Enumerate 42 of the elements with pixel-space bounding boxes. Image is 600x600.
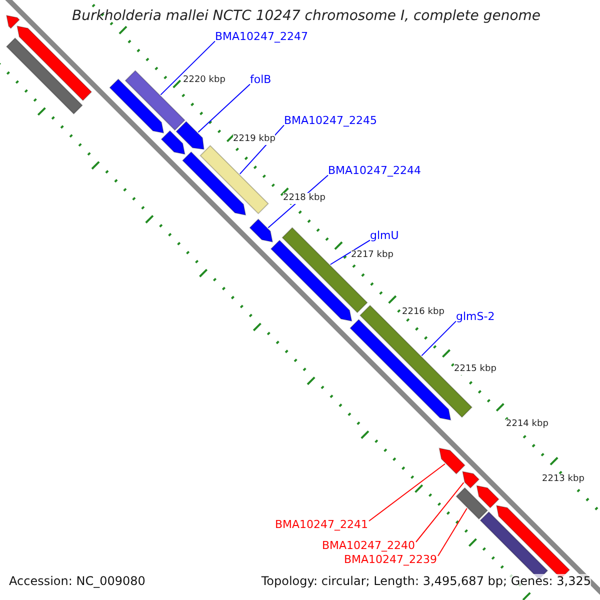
gene-bar: [6, 37, 83, 115]
genome-summary-note: Topology: circular; Length: 3,495,687 bp; Genes: 3,325: [261, 574, 591, 588]
tick-label: 2214 kbp: [506, 419, 548, 430]
leader-line: [416, 482, 464, 542]
leader-line: [198, 84, 250, 133]
gene-block: [270, 240, 352, 322]
gene-bar: [200, 144, 269, 214]
gene-block: [6, 14, 20, 29]
tick-label: 2213 kbp: [542, 474, 584, 485]
tick-label: 2219 kbp: [233, 134, 276, 145]
gene-block: [176, 120, 204, 150]
gene-bar: [124, 70, 186, 131]
gene-label: BMA10247_2247: [215, 30, 308, 44]
gene-bar: [456, 487, 488, 520]
gene-block: [438, 448, 466, 474]
tick-label: 2220 kbp: [183, 75, 226, 86]
tick-label: 2218 kbp: [283, 193, 326, 204]
gene-block: [462, 471, 480, 489]
gene-block: [182, 151, 246, 216]
gene-label: glmS-2: [456, 310, 495, 324]
leader-line: [368, 463, 446, 522]
leader-line: [421, 320, 456, 356]
gene-block: [476, 485, 500, 508]
gene-block: [109, 78, 164, 134]
gene-block: [16, 26, 92, 102]
gene-block: [249, 218, 274, 242]
gene-label: BMA10247_2244: [328, 164, 422, 178]
title: Burkholderia mallei NCTC 10247 chromosome I, complete genome: [72, 8, 541, 25]
leader-line: [160, 40, 216, 96]
accession-note: Accession: NC_009080: [9, 574, 146, 588]
tick-label: 2216 kbp: [402, 307, 444, 318]
tick-label: 2215 kbp: [454, 364, 496, 375]
gene-label: BMA10247_2241: [274, 518, 368, 532]
leader-line: [438, 508, 468, 556]
leader-line: [330, 240, 370, 265]
gene-label: glmU: [370, 229, 399, 242]
gene-label: BMA10247_2240: [322, 539, 415, 552]
tick-label: 2217 kbp: [351, 250, 394, 261]
gene-label: folB: [250, 73, 272, 86]
gene-block: [350, 318, 452, 421]
gene-label: BMA10247_2245: [284, 114, 378, 128]
gene-label: BMA10247_2239: [344, 553, 437, 566]
